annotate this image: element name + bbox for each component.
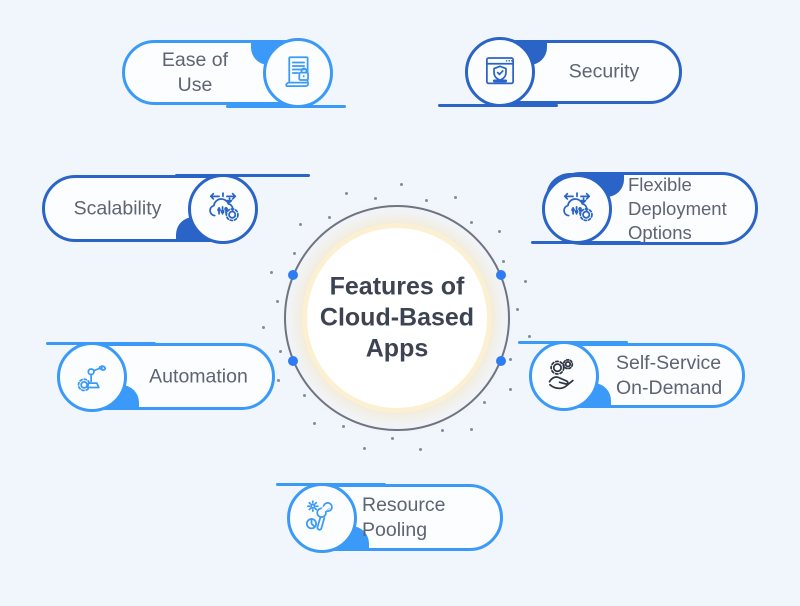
feature-label: Self-Service On-Demand (616, 351, 723, 399)
ring-dot (391, 437, 395, 441)
ring-dot (528, 335, 532, 339)
ring-dot (469, 221, 473, 225)
hub-outer-ring (284, 205, 510, 431)
pill-tail-line (175, 173, 310, 177)
circle-node-dot (496, 356, 507, 367)
ring-dot (498, 230, 502, 234)
feature-pill-flexible-deployment: Flexible Deployment Options (531, 172, 758, 245)
diagram-title: Features of Cloud-Based Apps (319, 272, 475, 363)
ring-dot (524, 279, 528, 283)
ring-dot (313, 422, 316, 426)
feature-label: Automation (149, 365, 248, 387)
feature-pill-ease-of-use: Ease of Use (122, 37, 346, 108)
hub-inner-circle (302, 223, 492, 413)
cloud-deployment-icon (542, 173, 612, 244)
ring-dot (516, 308, 520, 312)
circle-node-dot (496, 269, 507, 280)
ring-dot (302, 394, 306, 398)
ring-dot (342, 425, 346, 429)
ring-dot (418, 448, 422, 452)
ring-dot (299, 223, 303, 227)
feature-label: Resource Pooling (362, 493, 446, 541)
ring-dot (363, 446, 367, 450)
feature-pill-security: Security (438, 37, 682, 107)
ring-dot (470, 427, 474, 431)
feature-pill-self-service: Self-Service On-Demand (518, 340, 745, 411)
feature-label: Security (568, 60, 640, 83)
ring-dot (374, 197, 378, 201)
ring-dot (400, 182, 404, 186)
ring-dot (269, 270, 273, 274)
ring-dot (327, 216, 331, 220)
ring-dot (279, 349, 283, 353)
ring-dot (502, 259, 506, 263)
pill-tail-line (226, 104, 346, 108)
center-hub: Features of Cloud-Based Apps (259, 180, 535, 456)
feature-pill-resource-pooling: $ Resource Pooling (276, 482, 503, 553)
hand-gears-icon (529, 340, 599, 411)
ring-dot (509, 387, 513, 391)
ring-dot (292, 252, 296, 256)
circle-node-dot (287, 356, 298, 367)
feature-label: Ease of Use (161, 48, 229, 96)
ring-dot (261, 325, 265, 329)
robot-arm-icon (57, 341, 127, 412)
feature-label: Flexible Deployment Options (628, 173, 727, 243)
ring-dot (424, 199, 428, 203)
ring-dot (275, 299, 279, 303)
document-lock-icon (263, 37, 333, 108)
circle-node-dot (287, 269, 298, 280)
ring-dot (454, 196, 458, 200)
ring-dot (345, 192, 349, 196)
feature-pill-scalability: Scalability (42, 173, 310, 244)
feature-label: Scalability (73, 197, 162, 219)
ring-dot (440, 428, 444, 432)
feature-pill-automation: Automation (46, 341, 275, 412)
ring-dot (482, 400, 486, 404)
ring-dot (509, 357, 513, 361)
wrench-dollar-icon: $ (287, 482, 357, 553)
ring-dot (277, 379, 281, 383)
cloud-scaling-icon (188, 173, 258, 244)
browser-shield-icon (465, 37, 535, 107)
